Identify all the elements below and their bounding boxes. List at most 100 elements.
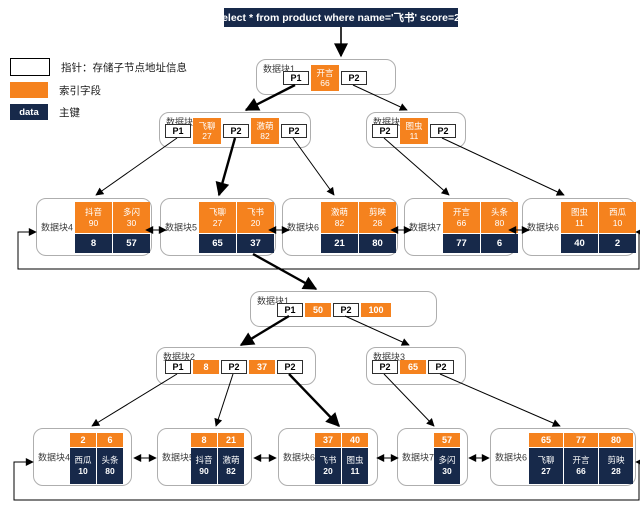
data-cell: 57	[113, 234, 150, 253]
data-value: 27	[541, 466, 551, 476]
index-cell: 2	[70, 433, 96, 447]
pointer-swatch	[10, 58, 50, 76]
data-name-text: 头条	[101, 454, 119, 465]
legend-pointer-label: 指针：存储子节点地址信息	[61, 61, 187, 74]
index-value: 11	[409, 131, 419, 141]
pointer-cell: P2	[277, 360, 303, 374]
index-name: 图虫	[405, 120, 423, 131]
index-name: 激萌	[330, 206, 348, 217]
cells-row: P2 65 P2	[372, 360, 454, 374]
data-name-text: 图虫	[346, 454, 364, 465]
node-label: 数据块1	[263, 64, 296, 74]
data-value: 11	[350, 466, 360, 476]
index-value: 11	[575, 217, 584, 228]
index-value: 10	[612, 217, 623, 228]
data-cell: 6	[481, 234, 518, 253]
index-value: 66	[456, 217, 467, 228]
node-label: 数据块4	[38, 452, 71, 463]
data-name-text: 飞书	[319, 454, 337, 465]
data-value: 10	[78, 466, 88, 476]
index-value: 66	[320, 78, 330, 88]
index-value: 27	[202, 131, 212, 141]
data-name-text: 飞聊	[537, 454, 555, 465]
index-cell: 65	[529, 433, 563, 447]
index-name: 激萌	[256, 120, 274, 131]
index-value: 27	[212, 217, 223, 228]
legend-index-field: 索引字段	[10, 82, 101, 98]
index-cell: 21	[218, 433, 244, 447]
index-name: 抖音	[84, 206, 102, 217]
index-name: 图虫	[570, 206, 588, 217]
pointer-cell: P2	[372, 360, 398, 374]
index-name: 飞书	[246, 206, 264, 217]
index-cell: 65	[400, 360, 426, 374]
node-label: 数据块7	[402, 452, 435, 463]
pointer-cell: P2	[341, 71, 367, 85]
pointer-cell: P2	[372, 124, 398, 138]
data-value: 90	[199, 466, 209, 476]
data-cell: 21	[321, 234, 358, 253]
data-value: 66	[576, 466, 586, 476]
cells-row: P1 8 P2 37 P2	[165, 360, 303, 374]
data-value: 30	[442, 466, 452, 476]
index-cell: 8	[193, 360, 219, 374]
pointer-cell: P2	[223, 124, 249, 138]
data-name-text: 激萌	[222, 454, 240, 465]
index-cell: 37	[315, 433, 341, 447]
data-value: 82	[226, 466, 236, 476]
pointer-cell: P1	[165, 360, 191, 374]
index-value: 90	[88, 217, 99, 228]
data-cell: 8	[75, 234, 112, 253]
pointer-cell: P1	[277, 303, 303, 317]
legend-index-label: 索引字段	[59, 84, 101, 97]
legend-pointer: 指针：存储子节点地址信息	[10, 58, 187, 76]
legend-primary-key: data 主键	[10, 104, 80, 120]
data-name-text: 抖音	[195, 454, 213, 465]
index-name: 西瓜	[608, 206, 626, 217]
index-cell: 77	[564, 433, 598, 447]
pointer-cell: P2	[430, 124, 456, 138]
data-name-text: 剪映	[607, 454, 625, 465]
data-cell: 2	[599, 234, 636, 253]
data-cell: 77	[443, 234, 480, 253]
node-label: 数据块6	[495, 452, 528, 463]
